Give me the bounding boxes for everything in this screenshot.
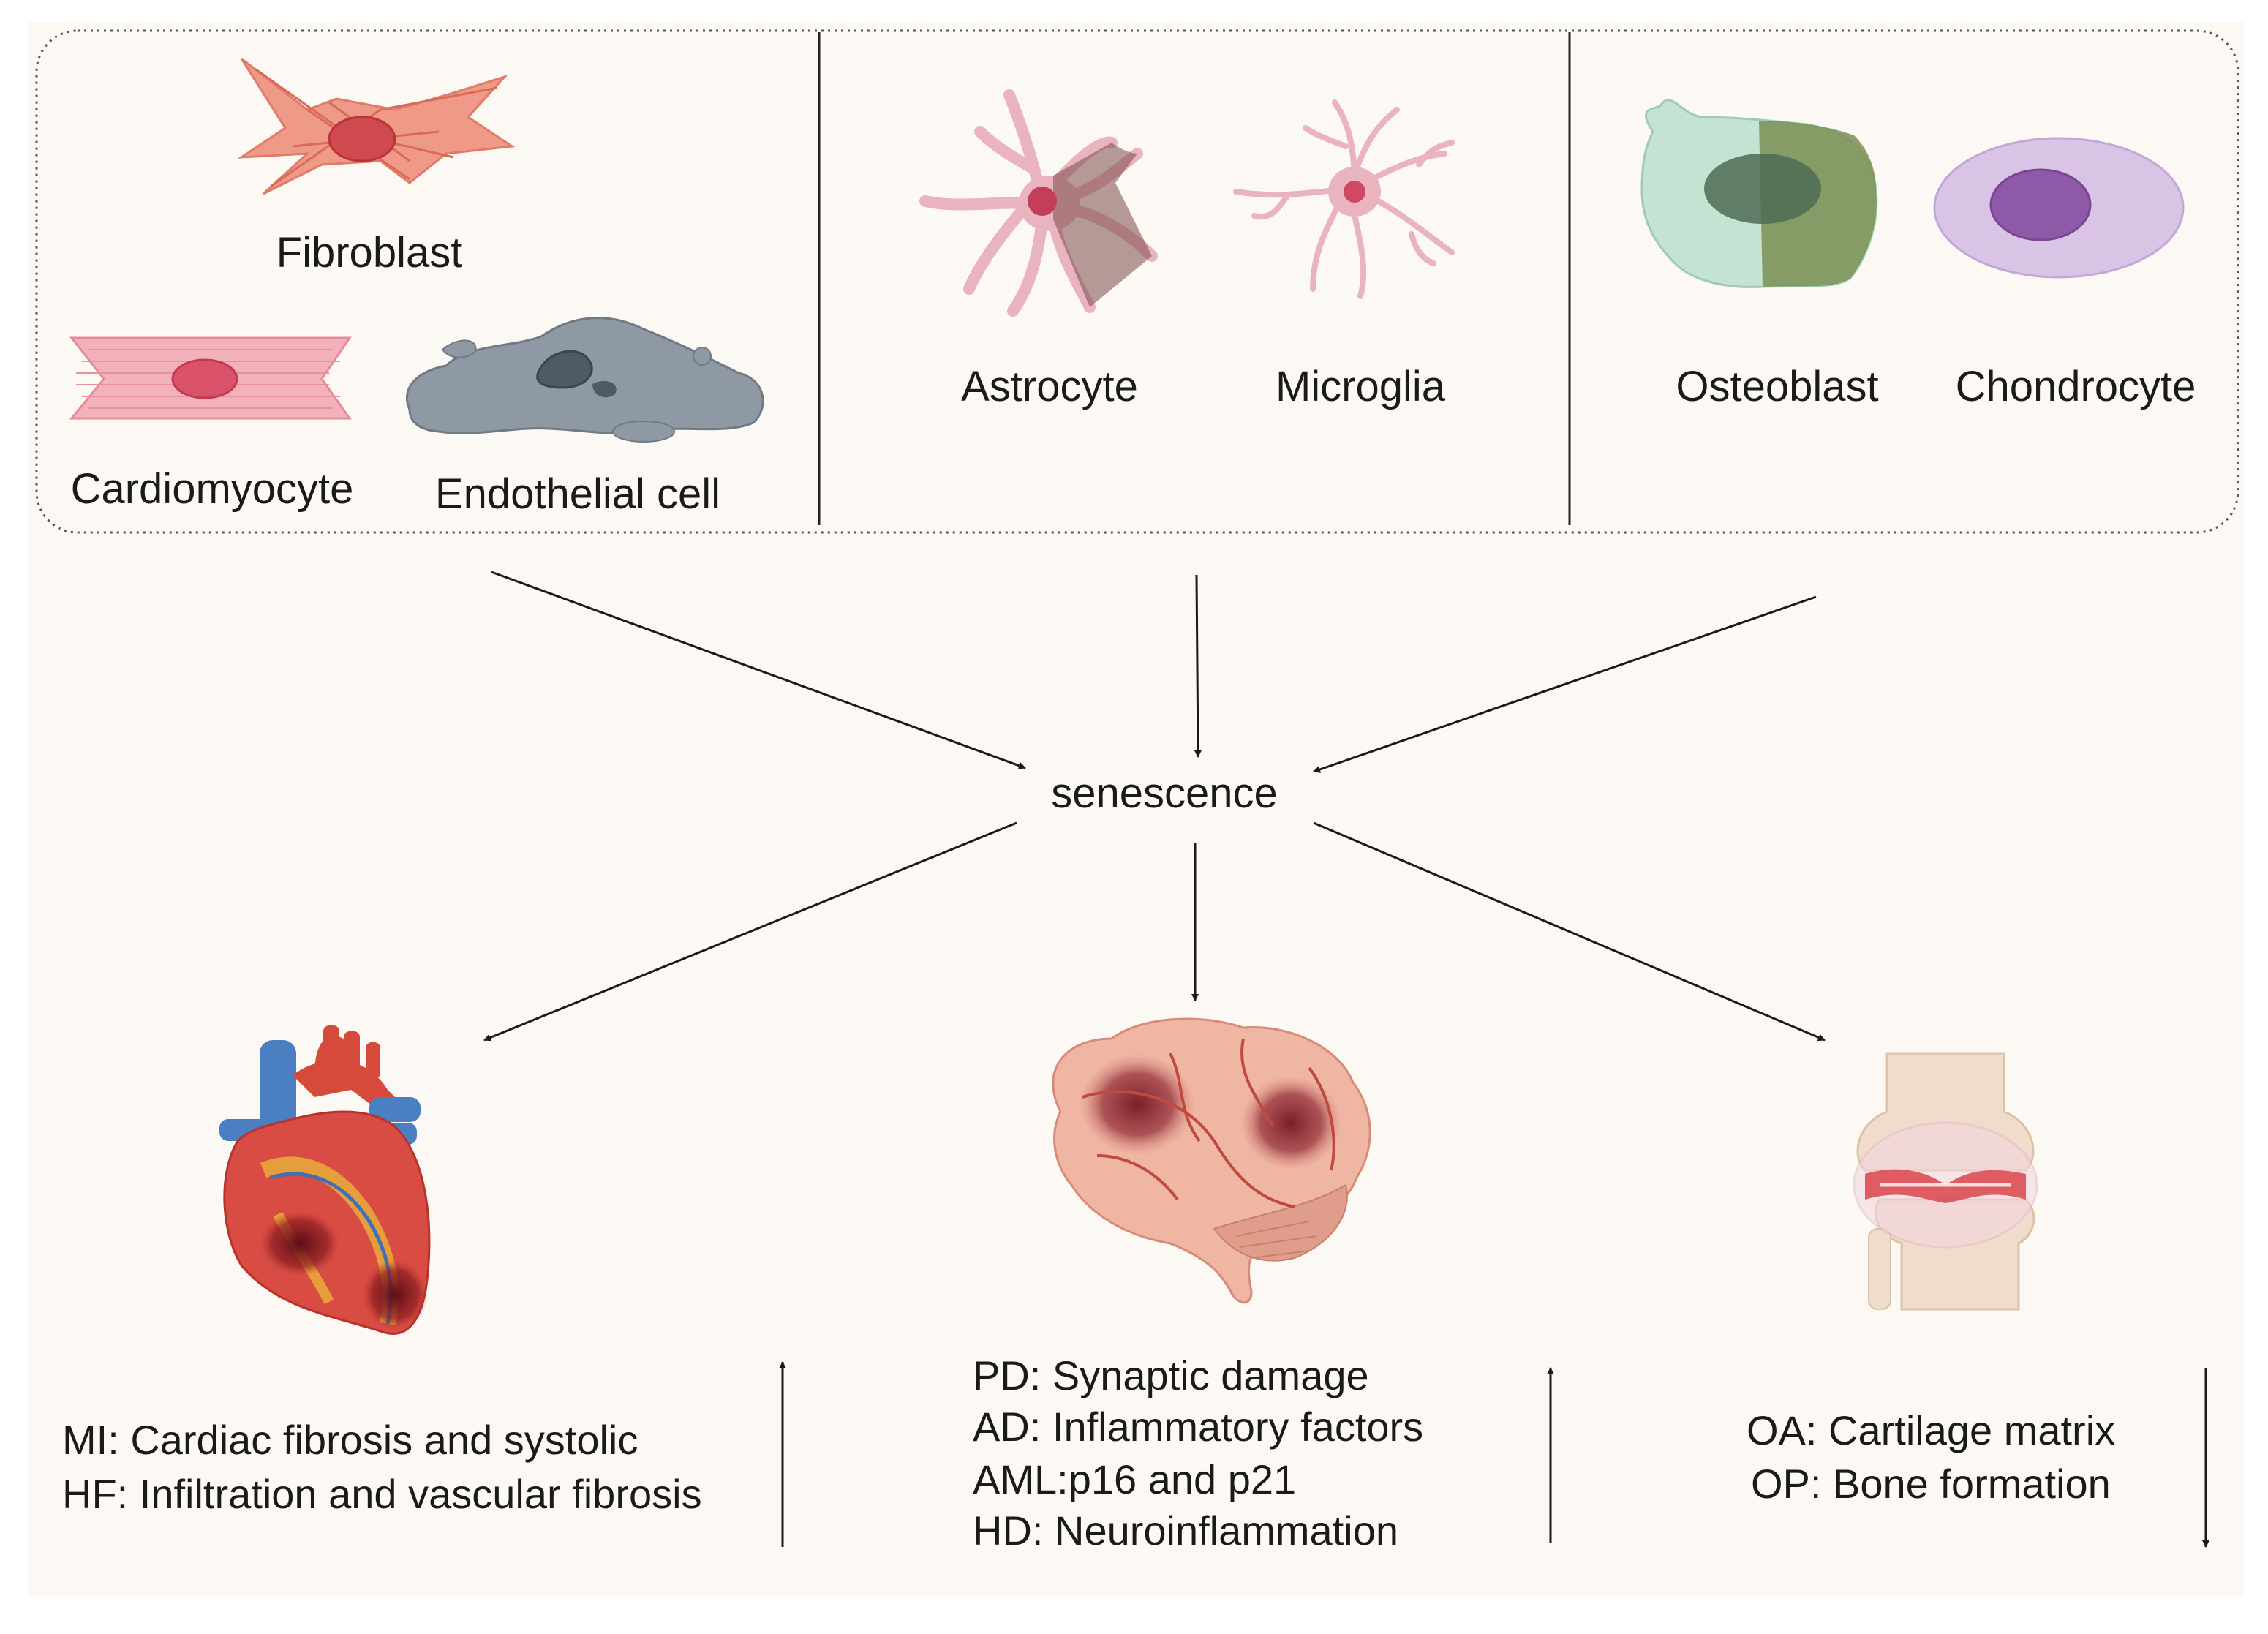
chondrocyte-label: Chondrocyte <box>1956 363 2196 410</box>
arrow-in-left <box>491 571 1026 769</box>
heart-outcome-line-1: MI: Cardiac fibrosis and systolic <box>62 1417 638 1463</box>
joint-icon <box>1853 1052 2038 1311</box>
microglia-label: Microglia <box>1276 363 1446 410</box>
cardiomyocyte-label: Cardiomyocyte <box>71 465 354 513</box>
cardiomyocyte-icon <box>69 336 352 420</box>
endothelial-cell-label: Endothelial cell <box>435 470 720 518</box>
brain-outcome-line-1: PD: Synaptic damage <box>973 1352 1369 1398</box>
arrow-out-left <box>483 821 1017 1042</box>
heart-icon <box>219 1025 431 1335</box>
osteoblast-icon <box>1640 99 1878 288</box>
fibroblast-label: Fibroblast <box>276 229 463 276</box>
osteoblast-label: Osteoblast <box>1676 363 1878 410</box>
arrow-in-center <box>1194 574 1202 758</box>
cell-types-box <box>35 29 2239 534</box>
astrocyte-label: Astrocyte <box>961 363 1138 410</box>
heart-outcome-line-2: HF: Infiltration and vascular fibrosis <box>62 1471 702 1517</box>
joint-outcome-line-2: OP: Bone formation <box>1751 1461 2111 1507</box>
brain-outcome-line-3: AML:p16 and p21 <box>973 1456 1296 1502</box>
fibroblast-icon <box>237 57 516 195</box>
joint-outcome-line-1: OA: Cartilage matrix <box>1747 1407 2115 1453</box>
chondrocyte-icon <box>1933 137 2185 279</box>
brain-outcome-line-2: AD: Inflammatory factors <box>973 1404 1423 1450</box>
brain-icon <box>1052 1017 1371 1304</box>
senescence-label: senescence <box>1051 769 1278 817</box>
arrow-in-right <box>1313 595 1817 773</box>
endothelial-cell-icon <box>405 317 764 443</box>
arrow-out-right <box>1313 821 1826 1042</box>
brain-outcome-line-4: HD: Neuroinflammation <box>973 1507 1398 1554</box>
astrocyte-icon <box>919 89 1158 317</box>
microglia-icon <box>1233 99 1455 299</box>
